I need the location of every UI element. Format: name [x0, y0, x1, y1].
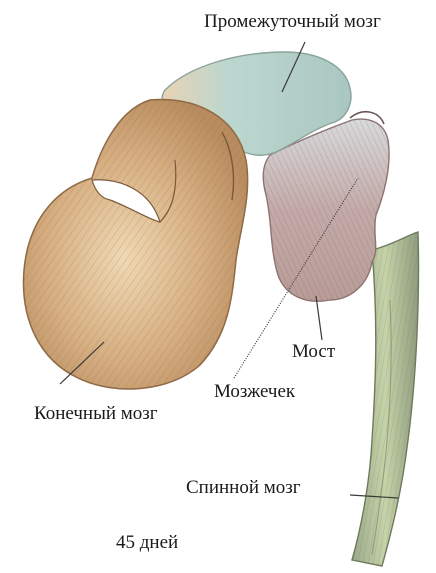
label-spinal-cord: Спинной мозг: [186, 478, 301, 497]
label-age: 45 дней: [116, 533, 178, 552]
telencephalon-shape: [23, 100, 247, 389]
label-pons: Мост: [292, 342, 335, 361]
label-diencephalon: Промежуточный мозг: [204, 12, 381, 31]
label-telencephalon: Конечный мозг: [34, 404, 158, 423]
leader-line-pons: [316, 296, 322, 340]
label-cerebellum: Мозжечек: [214, 382, 295, 401]
